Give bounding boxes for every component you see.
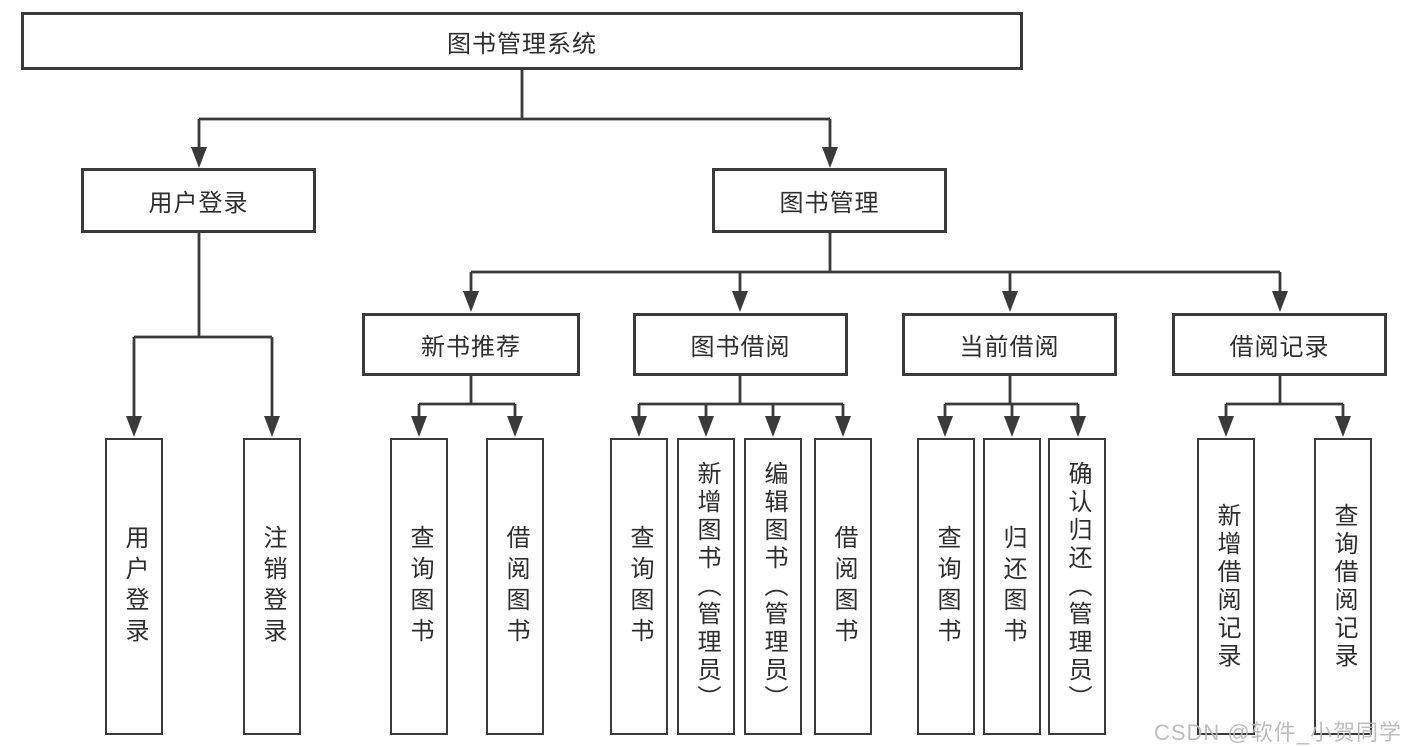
node-new-book-recommendation: 新书推荐 [362, 313, 580, 376]
node-user-login-module: 用户登录 [81, 168, 316, 233]
arrowheads-level3 [463, 291, 1288, 312]
leaf-query-books-current: 查询图书 [917, 438, 975, 735]
connector-current-borrow-branch [943, 376, 1080, 420]
arrowheads-level2 [191, 147, 838, 168]
leaf-user-login: 用户登录 [105, 438, 163, 735]
leaf-add-book-admin: 新增图书（管理员） [677, 438, 735, 735]
leaf-edit-book-admin: 编辑图书（管理员） [744, 438, 802, 735]
node-book-management-module: 图书管理 [712, 168, 947, 233]
connector-book-borrow-branch [637, 376, 845, 420]
connector-book-management-branch [469, 233, 1282, 295]
node-library-management-system: 图书管理系统 [21, 12, 1023, 70]
arrowheads-user-login-branch [126, 416, 280, 437]
node-current-borrowing: 当前借阅 [902, 313, 1117, 376]
connector-new-book-branch [417, 376, 517, 420]
csdn-watermark: CSDN @软件_小贺同学 [1153, 720, 1402, 745]
connector-root-to-level2 [197, 70, 832, 150]
leaf-query-borrow-record: 查询借阅记录 [1314, 438, 1372, 735]
leaf-borrow-books-borrow: 借阅图书 [814, 438, 872, 735]
arrowheads-level4 [411, 416, 1351, 437]
node-borrowing-records: 借阅记录 [1172, 313, 1387, 376]
leaf-return-book: 归还图书 [983, 438, 1041, 735]
node-book-borrowing: 图书借阅 [633, 313, 848, 376]
leaf-confirm-return-admin: 确认归还（管理员） [1048, 438, 1106, 735]
leaf-logout: 注销登录 [243, 438, 301, 735]
leaf-query-books-recommend: 查询图书 [390, 438, 448, 735]
leaf-add-borrow-record: 新增借阅记录 [1197, 438, 1255, 735]
connector-borrow-record-branch [1224, 376, 1345, 420]
leaf-borrow-books-recommend: 借阅图书 [486, 438, 544, 735]
leaf-query-books-borrow: 查询图书 [610, 438, 668, 735]
connector-user-login-branch [132, 233, 274, 420]
